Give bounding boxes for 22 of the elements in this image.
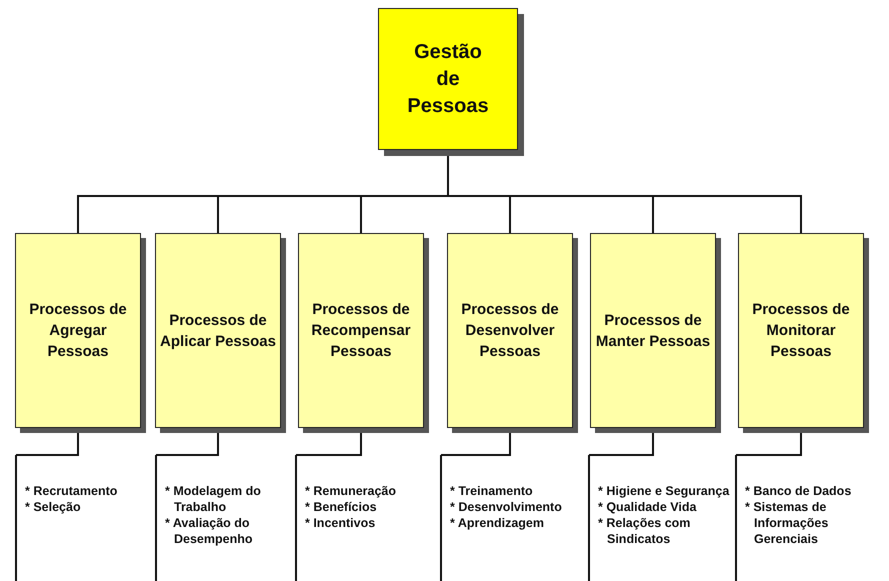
- list-item: * Avaliação do Desempenho: [165, 515, 254, 547]
- box-label: Gestão de Pessoas: [406, 40, 490, 118]
- list-item: * Incentivos: [305, 515, 376, 531]
- list-item: * Sistemas de Informações Gerenciais: [745, 499, 830, 547]
- list-item: * Modelagem do Trabalho: [165, 483, 262, 515]
- box-label: Processos de Desenvolver Pessoas: [460, 300, 560, 362]
- box-label: Processos de Agregar Pessoas: [28, 300, 128, 362]
- list-item: * Banco de Dados: [745, 483, 852, 499]
- list-item: * Remuneração: [305, 483, 398, 499]
- list-item: * Benefícios: [305, 499, 378, 515]
- list-item: * Recrutamento: [25, 483, 118, 499]
- list-item: * Relações com Sindicatos: [598, 515, 692, 547]
- box-label: Processos de Recompensar Pessoas: [310, 300, 412, 362]
- list-item: * Seleção: [25, 499, 82, 515]
- box-label: Processos de Monitorar Pessoas: [751, 300, 851, 362]
- list-item: * Desenvolvimento: [450, 499, 563, 515]
- list-item: * Qualidade Vida: [598, 499, 698, 515]
- box-label: Processos de Manter Pessoas: [594, 310, 712, 352]
- list-item: * Higiene e Segurança: [598, 483, 730, 499]
- box-label: Processos de Aplicar Pessoas: [159, 310, 277, 352]
- list-item: * Treinamento: [450, 483, 534, 499]
- list-item: * Aprendizagem: [450, 515, 546, 531]
